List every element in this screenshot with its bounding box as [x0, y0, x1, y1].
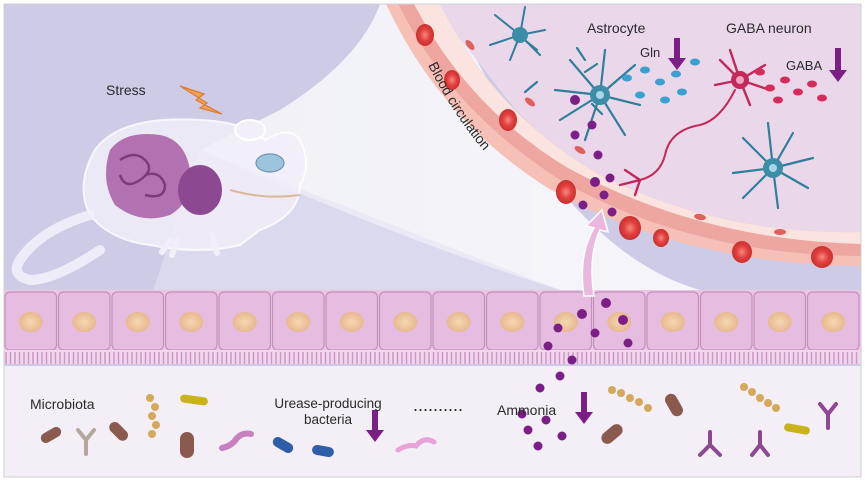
astrocyte-cell: [489, 6, 546, 61]
cell-nucleus: [286, 312, 311, 332]
red-blood-cell: [653, 229, 669, 247]
cell-nucleus: [179, 312, 204, 332]
gaba-dots: [755, 68, 827, 104]
cell-nucleus: [72, 312, 97, 332]
red-blood-cell: [732, 241, 752, 263]
gaba-neuron-cell: [618, 48, 772, 197]
lightning-icon: [179, 85, 223, 115]
cell-nucleus: [500, 312, 525, 332]
gaba-neuron-label: GABA neuron: [726, 20, 812, 36]
decrease-arrow-icon: [366, 38, 847, 442]
cell-nucleus: [446, 312, 471, 332]
ammonia-dots-gut: [517, 298, 633, 451]
cell-nucleus: [767, 312, 792, 332]
red-blood-cells: [416, 24, 833, 268]
astrocyte-label: Astrocyte: [587, 20, 646, 36]
gln-dots: [622, 58, 700, 104]
ammonia-label: Ammonia: [497, 402, 557, 418]
cell-nucleus: [714, 312, 739, 332]
red-blood-cell: [811, 246, 833, 268]
brain-area: [430, 4, 861, 236]
microbiota-label: Microbiota: [30, 396, 95, 412]
urease-bacteria-label: Urease-producing bacteria: [274, 396, 382, 427]
light-beam: [200, 4, 700, 290]
cell-nucleus: [339, 312, 364, 332]
cell-nucleus: [232, 312, 257, 332]
cell-nucleus: [18, 312, 43, 332]
ammonia-dots-brain: [570, 95, 617, 217]
gaba-label: GABA: [786, 58, 823, 73]
cell-nucleus: [821, 312, 846, 332]
red-blood-cell: [556, 180, 576, 204]
epithelium: [4, 290, 861, 364]
red-blood-cell: [416, 24, 434, 46]
cell-nucleus: [393, 312, 418, 332]
cell-nucleus: [660, 312, 685, 332]
stress-label: Stress: [106, 82, 146, 98]
red-blood-cell: [619, 216, 641, 240]
dotted-connector: ..........: [413, 395, 464, 415]
mouse-illustration: [11, 118, 307, 286]
astrocyte-cell: [731, 121, 815, 210]
astrocyte-cell: [523, 40, 642, 142]
gut-lumen: [4, 366, 861, 477]
red-blood-cell: [499, 109, 517, 131]
up-arrow-icon: [581, 208, 610, 297]
red-blood-cell: [444, 70, 460, 90]
gln-label: Gln: [640, 45, 661, 60]
cell-nucleus: [125, 312, 150, 332]
bacteria-icon: [40, 383, 838, 458]
